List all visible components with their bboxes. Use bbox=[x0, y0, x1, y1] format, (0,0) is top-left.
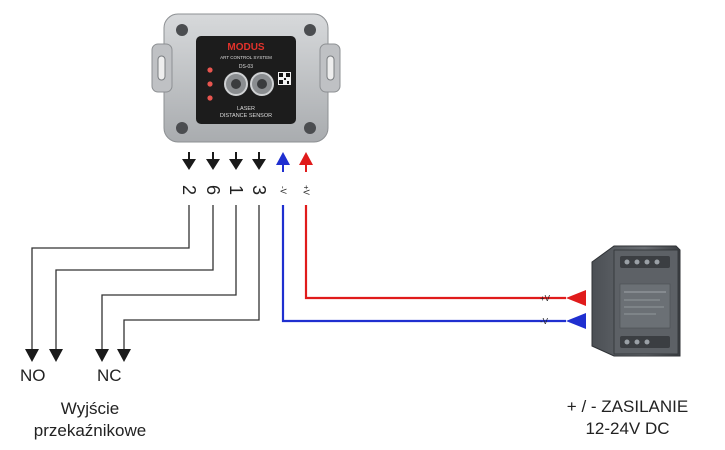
wire-terminal-2 bbox=[31, 205, 190, 350]
arrow-left-red-icon bbox=[566, 290, 586, 306]
power-supply-caption: + / - ZASILANIE 12-24V DC bbox=[535, 396, 720, 440]
negative-supply-wire bbox=[281, 205, 566, 323]
arrow-left-blue-icon bbox=[566, 313, 586, 329]
terminal-screw-icon bbox=[654, 259, 660, 265]
lens-inner-icon bbox=[231, 79, 241, 89]
screw-icon bbox=[304, 24, 316, 36]
minus-v-label: -V bbox=[540, 317, 549, 326]
arrow-down-icon bbox=[182, 152, 196, 170]
screw-icon bbox=[176, 122, 188, 134]
terminal-label-2: 2 bbox=[179, 185, 199, 195]
power-supply-caption-line2: 12-24V DC bbox=[585, 419, 670, 438]
output-arrows bbox=[25, 349, 131, 362]
laser-sensor-device: MODUS ART CONTROL SYSTEM DS-03 LASER DIS… bbox=[151, 13, 341, 143]
arrow-up-red-icon bbox=[299, 152, 313, 172]
relay-output-wires bbox=[31, 205, 260, 350]
arrow-down-icon bbox=[117, 349, 131, 362]
wire-terminal-1 bbox=[101, 205, 237, 350]
plus-v-label: +V bbox=[540, 294, 551, 303]
terminal-screw-icon bbox=[624, 339, 630, 345]
positive-supply-wire bbox=[304, 205, 566, 300]
terminal-arrows bbox=[182, 152, 313, 172]
terminal-label-1: 1 bbox=[226, 185, 246, 195]
terminal-label-minus-v: -V bbox=[279, 186, 288, 195]
brand-logo: MODUS bbox=[227, 42, 265, 53]
lens-inner-icon bbox=[257, 79, 267, 89]
arrow-down-icon bbox=[49, 349, 63, 362]
status-led-icon bbox=[207, 67, 213, 73]
terminal-screw-icon bbox=[644, 259, 650, 265]
qr-code-icon bbox=[278, 72, 291, 85]
device-label-line2: DISTANCE SENSOR bbox=[220, 113, 272, 119]
power-supply-caption-line1: + / - ZASILANIE bbox=[566, 397, 689, 416]
relay-output-caption-line1: Wyjście bbox=[60, 399, 120, 418]
status-led-icon bbox=[207, 95, 213, 101]
arrow-up-blue-icon bbox=[276, 152, 290, 172]
relay-output-caption: Wyjście przekaźnikowe bbox=[5, 398, 175, 442]
terminal-screw-icon bbox=[634, 339, 640, 345]
model-label: DS-03 bbox=[239, 64, 253, 70]
wire-terminal-6 bbox=[55, 205, 214, 350]
din-rail-power-supply bbox=[591, 245, 681, 357]
terminal-screw-icon bbox=[634, 259, 640, 265]
arrow-down-icon bbox=[206, 152, 220, 170]
terminal-label-3: 3 bbox=[249, 185, 269, 195]
output-nc-label: NC bbox=[97, 366, 122, 385]
status-led-icon bbox=[207, 81, 213, 87]
wire-terminal-3 bbox=[123, 205, 260, 350]
arrow-down-icon bbox=[95, 349, 109, 362]
output-no-label: NO bbox=[20, 366, 46, 385]
screw-icon bbox=[176, 24, 188, 36]
device-label-line1: LASER bbox=[237, 106, 255, 112]
terminal-label-plus-v: +V bbox=[302, 185, 311, 196]
terminal-label-6: 6 bbox=[203, 185, 223, 195]
arrow-down-icon bbox=[252, 152, 266, 170]
brand-subtitle: ART CONTROL SYSTEM bbox=[220, 55, 272, 60]
terminal-screw-icon bbox=[624, 259, 630, 265]
arrow-down-icon bbox=[229, 152, 243, 170]
arrow-down-icon bbox=[25, 349, 39, 362]
terminal-labels: 2 6 1 3 -V +V bbox=[179, 185, 311, 196]
screw-icon bbox=[304, 122, 316, 134]
relay-output-caption-line2: przekaźnikowe bbox=[33, 421, 147, 440]
terminal-screw-icon bbox=[644, 339, 650, 345]
